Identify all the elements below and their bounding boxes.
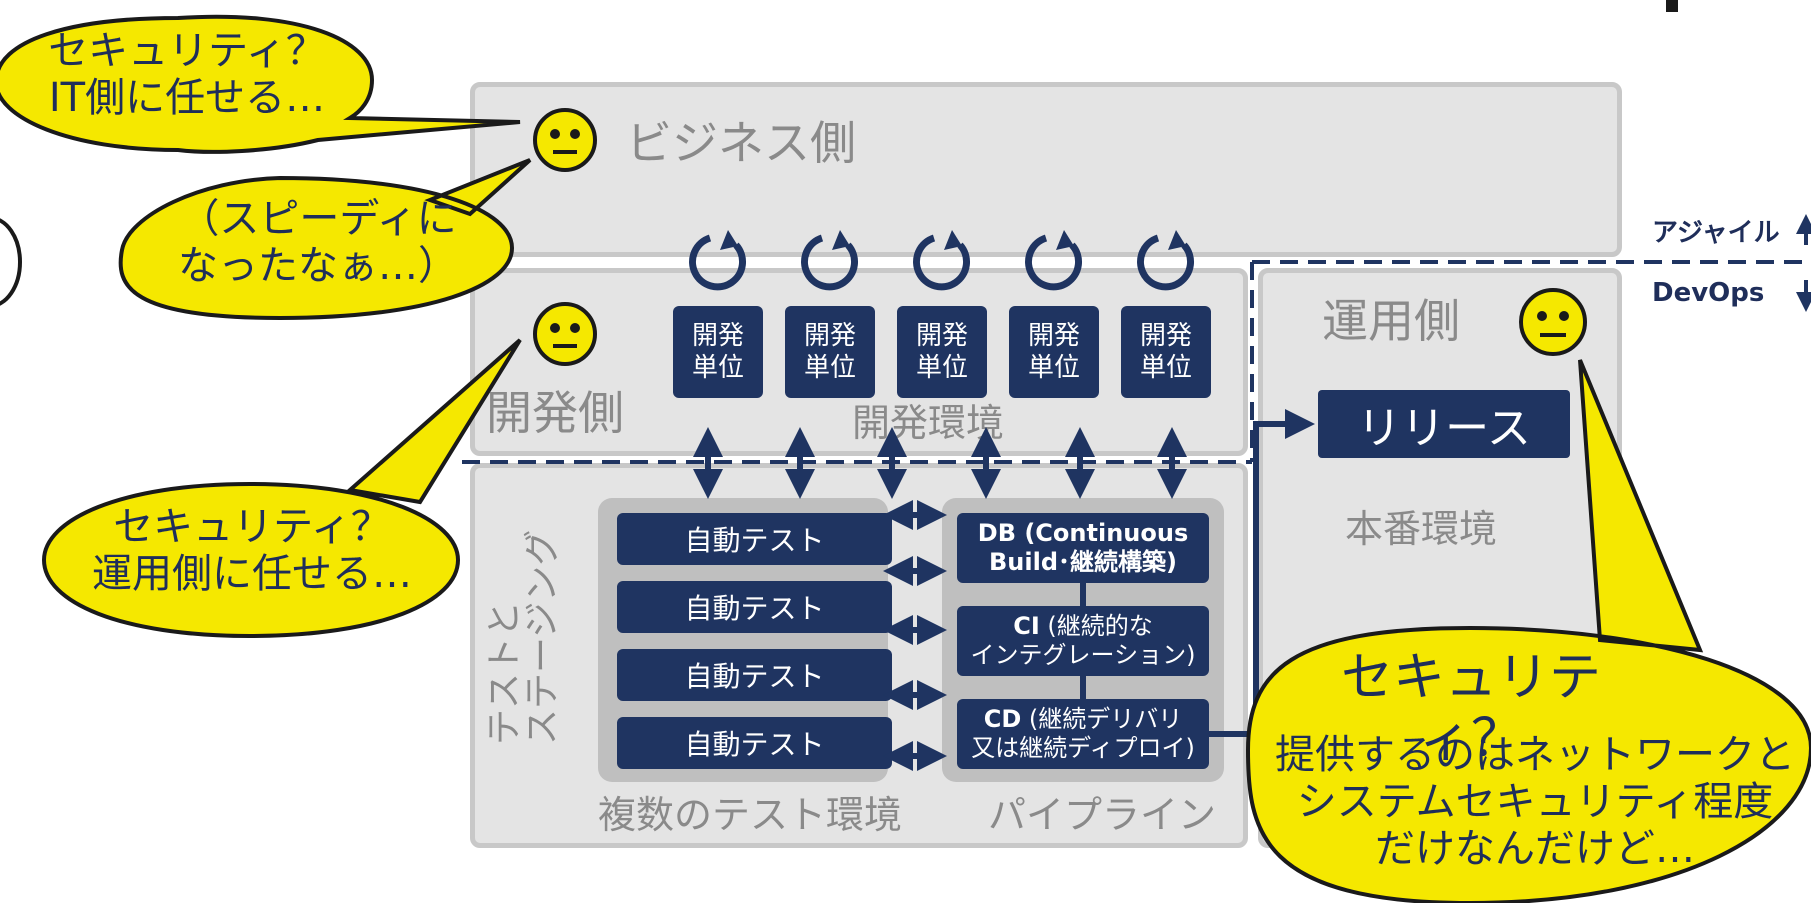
pipeline-step-ci: CI (継続的な インテグレーション)	[957, 606, 1209, 676]
release-path	[1209, 409, 1315, 737]
business-face-icon	[533, 108, 597, 172]
pipeline-step-db-code: DB	[977, 519, 1016, 548]
business-label: ビジネス側	[626, 116, 856, 170]
cropped-top-bar	[1666, 0, 1678, 12]
dev-test-arrows	[693, 427, 1187, 499]
bubble-business-top-text: セキュリティ？ IT側に任せる…	[48, 28, 326, 122]
bubble-operations	[1245, 359, 1811, 903]
pipeline-step-cd-code: CD	[983, 705, 1022, 734]
pipeline-step-ci-code: CI	[1013, 612, 1040, 641]
auto-test-4: 自動テスト	[617, 717, 892, 769]
auto-test-3: 自動テスト	[617, 649, 892, 701]
development-label: 開発側	[486, 386, 624, 440]
test-envs-label: 複数のテスト環境	[598, 793, 903, 837]
pipeline-step-db-desc: (Continuous Build･継続構築)	[989, 519, 1189, 576]
auto-test-1: 自動テスト	[617, 513, 892, 565]
dev-unit-5: 開発 単位	[1121, 306, 1211, 398]
speech-bubbles	[0, 14, 1811, 903]
edge-circle-fragment	[0, 218, 22, 306]
development-face-icon	[533, 302, 597, 366]
bubble-business-mid-text: （スピーディに なったなぁ…）	[178, 196, 458, 290]
bubble-operations-title: セキュリティ？	[1340, 648, 1601, 770]
bubble-operations-body: 提供するのはネットワークと システムセキュリティ程度 だけなんだけど…	[1275, 732, 1795, 873]
dev-unit-1: 開発 単位	[673, 306, 763, 398]
bubble-business-mid	[118, 158, 532, 321]
operations-face-icon	[1519, 288, 1587, 356]
pipeline-label: パイプライン	[988, 793, 1217, 837]
cycle-icon-3	[913, 230, 970, 291]
bubble-development	[41, 338, 522, 639]
auto-test-2: 自動テスト	[617, 581, 892, 633]
cycle-icon-5	[1137, 230, 1194, 291]
release-box: リリース	[1318, 390, 1570, 458]
operations-label: 運用側	[1322, 294, 1460, 348]
agile-lane-label: アジャイル	[1652, 218, 1780, 248]
cycle-icon-1	[689, 230, 746, 291]
pipeline-step-cd: CD (継続デリバリ 又は継続ディプロイ)	[957, 699, 1209, 769]
pipeline-step-ci-desc: (継続的な インテグレーション)	[970, 612, 1196, 669]
cycle-icon-2	[801, 230, 858, 291]
pipeline-step-db: DB (Continuous Build･継続構築)	[957, 513, 1209, 583]
production-label: 本番環境	[1345, 507, 1498, 551]
devops-lane-label: DevOps	[1652, 278, 1765, 308]
pipeline-connectors	[1080, 409, 1315, 737]
bubble-business-top	[0, 14, 521, 154]
test-pipeline-arrows	[883, 500, 947, 771]
cycle-icon-4	[1025, 230, 1082, 291]
dev-unit-3: 開発 単位	[897, 306, 987, 398]
dev-unit-4: 開発 単位	[1009, 306, 1099, 398]
dev-unit-2: 開発 単位	[785, 306, 875, 398]
face-icons	[533, 108, 1587, 366]
bubble-development-text: セキュリティ？ 運用側に任せる…	[92, 504, 412, 598]
cycle-icons	[689, 230, 1194, 291]
pipeline-step-cd-desc: (継続デリバリ 又は継続ディプロイ)	[971, 705, 1195, 762]
business-panel	[470, 82, 1622, 257]
dashed-boundaries	[462, 260, 1811, 464]
